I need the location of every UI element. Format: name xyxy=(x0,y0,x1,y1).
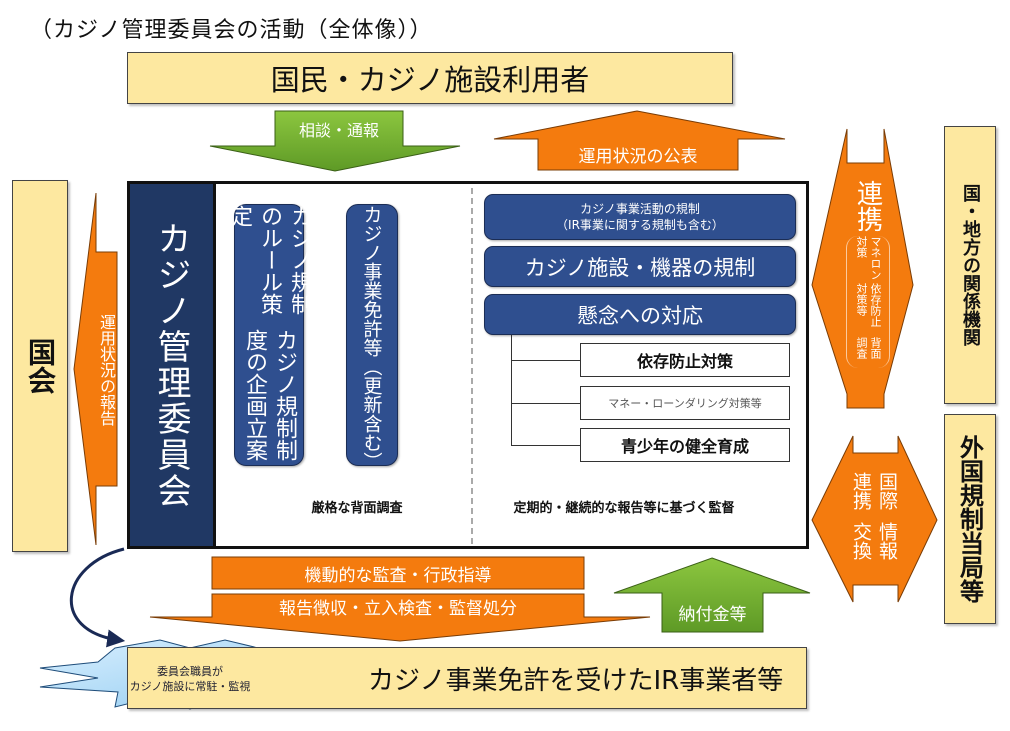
tree-connector xyxy=(511,445,580,446)
inspection-label: 報告徴収・立入検査・監督処分 xyxy=(279,598,517,619)
local-agencies-box: 国・地方の関係機関 xyxy=(944,126,996,404)
inspection-arrow xyxy=(149,593,651,642)
ir-operators-box: カジノ事業免許を受けたIR事業者等 xyxy=(127,647,807,709)
business-regulation-bar: カジノ事業活動の規制 （IR事業に関する規制も含む） xyxy=(484,194,796,240)
intl-cooperation-line1: 国際連携 xyxy=(850,472,898,510)
cooperation-item: 背面調査 xyxy=(855,336,882,359)
intl-cooperation-label: 国際連携 情報交換 xyxy=(847,472,901,572)
cooperation-item: マネロン対策 xyxy=(855,236,882,280)
publication-label: 運用状況の公表 xyxy=(578,147,698,167)
diagram-caption: （カジノ管理委員会の活動（全体像）） xyxy=(30,18,433,43)
diet-box: 国会 xyxy=(12,180,68,552)
staff-label-line1: 委員会職員が xyxy=(157,665,223,678)
section-divider xyxy=(471,188,473,544)
tree-connector-vertical xyxy=(511,335,512,445)
concern-item-addiction: 依存防止対策 xyxy=(580,343,790,377)
concerns-bar: 懸念への対応 xyxy=(484,294,796,335)
supervision-label: 定期的・継続的な報告等に基づく監督 xyxy=(513,500,735,516)
tree-connector xyxy=(511,360,580,361)
cooperation-item: 依存防止対策等 xyxy=(855,282,882,327)
report-to-diet-label: 運用状況の報告 xyxy=(97,313,116,426)
concern-item-youth: 青少年の健全育成 xyxy=(580,428,790,462)
audit-bar xyxy=(211,556,585,590)
audit-label: 機動的な監査・行政指導 xyxy=(304,565,492,586)
payments-label: 納付金等 xyxy=(678,605,747,625)
staff-label-line2: カジノ施設に常駐・監視 xyxy=(129,680,251,693)
cooperation-arrow xyxy=(811,128,914,409)
concern-item-money-laundering: マネー・ローンダリング対策等 xyxy=(580,386,790,420)
business-regulation-line2: （IR事業に関する規制も含む） xyxy=(556,218,724,232)
intl-cooperation-arrow xyxy=(811,435,938,603)
consultation-label: 相談・通報 xyxy=(298,121,379,140)
tree-connector xyxy=(511,403,580,404)
facility-regulation-bar: カジノ施設・機器の規制 xyxy=(484,246,796,287)
cooperation-title: 連携 xyxy=(852,180,883,232)
ir-operators-label: カジノ事業免許を受けたIR事業者等 xyxy=(368,665,784,696)
payments-arrow xyxy=(613,557,811,633)
report-to-diet-arrow xyxy=(73,192,118,546)
foreign-regulators-box: 外国規制当局等 xyxy=(944,414,996,624)
rules-pillar-line2: カジノ規制制度の企画立案 xyxy=(242,329,297,462)
commission-title: カジノ管理委員会 xyxy=(130,184,216,546)
business-regulation-line1: カジノ事業活動の規制 xyxy=(580,202,700,216)
rules-pillar: カジノ規制のルール策定 カジノ規制制度の企画立案 xyxy=(227,204,312,466)
consultation-arrow xyxy=(209,110,461,172)
intl-cooperation-line2: 情報交換 xyxy=(850,522,898,560)
license-pillar: カジノ事業免許等（更新含む） xyxy=(346,204,398,471)
publication-arrow xyxy=(493,110,786,171)
staff-label: 委員会職員が カジノ施設に常駐・監視 xyxy=(95,660,285,698)
background-check-label: 厳格な背面調査 xyxy=(311,500,403,516)
cooperation-items: マネロン対策 依存防止対策等 背面調査 xyxy=(846,236,890,368)
public-users-box: 国民・カジノ施設利用者 xyxy=(127,52,733,104)
staff-curve-arrow xyxy=(69,547,126,648)
rules-pillar-line1: カジノ規制のルール策定 xyxy=(227,205,312,315)
